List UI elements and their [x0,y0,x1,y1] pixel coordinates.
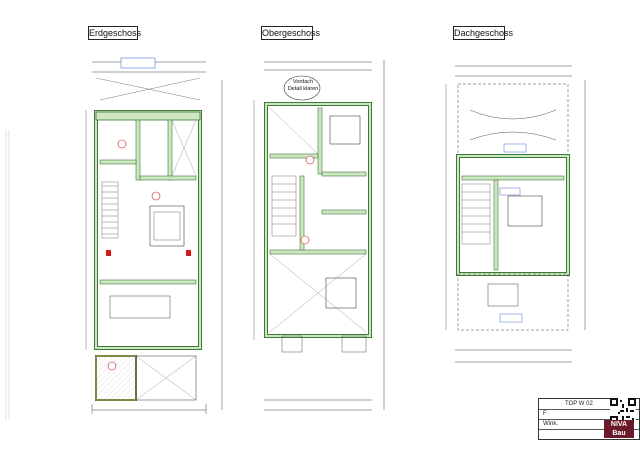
vordach-line2: Detail klären [287,86,319,92]
company-logo: NIVA Bau [604,420,634,438]
title-block-row2: F [543,411,547,417]
upper-floor-plan [253,60,385,411]
vordach-annotation: Vordach Detail klären [287,79,319,93]
vordach-line1: Vordach [292,79,314,85]
ground-floor-plan [85,57,223,414]
attic-floor-plan [445,65,586,363]
logo-line1: NIVA [610,421,628,428]
title-erdgeschoss: Erdgeschoss [88,26,142,40]
title-obergeschoss: Obergeschoss [261,26,321,40]
title-dachgeschoss: Dachgeschoss [453,26,514,40]
title-block-row3: Wink. [543,421,558,427]
margin-note [5,130,10,420]
title-block-top-label: TOP W 02 [565,401,593,407]
logo-line2: Bau [612,430,626,437]
